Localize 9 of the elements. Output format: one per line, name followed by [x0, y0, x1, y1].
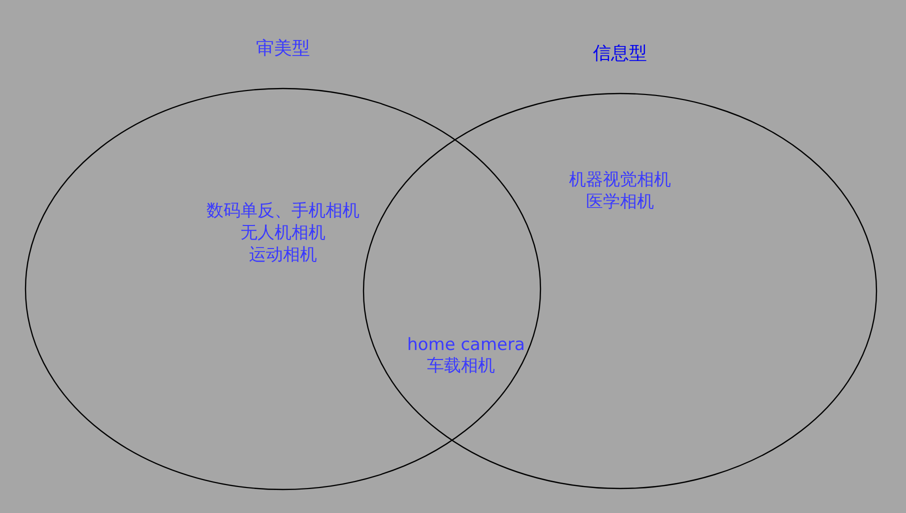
set-title: 信息型 — [593, 43, 647, 64]
camera-type-label: 运动相机 — [249, 244, 317, 266]
camera-type-label: 医学相机 — [586, 191, 654, 213]
set-title: 审美型 — [256, 38, 310, 59]
camera-type-label: 数码单反、手机相机 — [206, 200, 360, 222]
camera-type-label: 无人机相机 — [240, 222, 326, 244]
camera-type-label: 机器视觉相机 — [569, 169, 671, 191]
camera-type-label: home camera — [407, 335, 525, 356]
camera-type-label: 车载相机 — [427, 356, 495, 377]
